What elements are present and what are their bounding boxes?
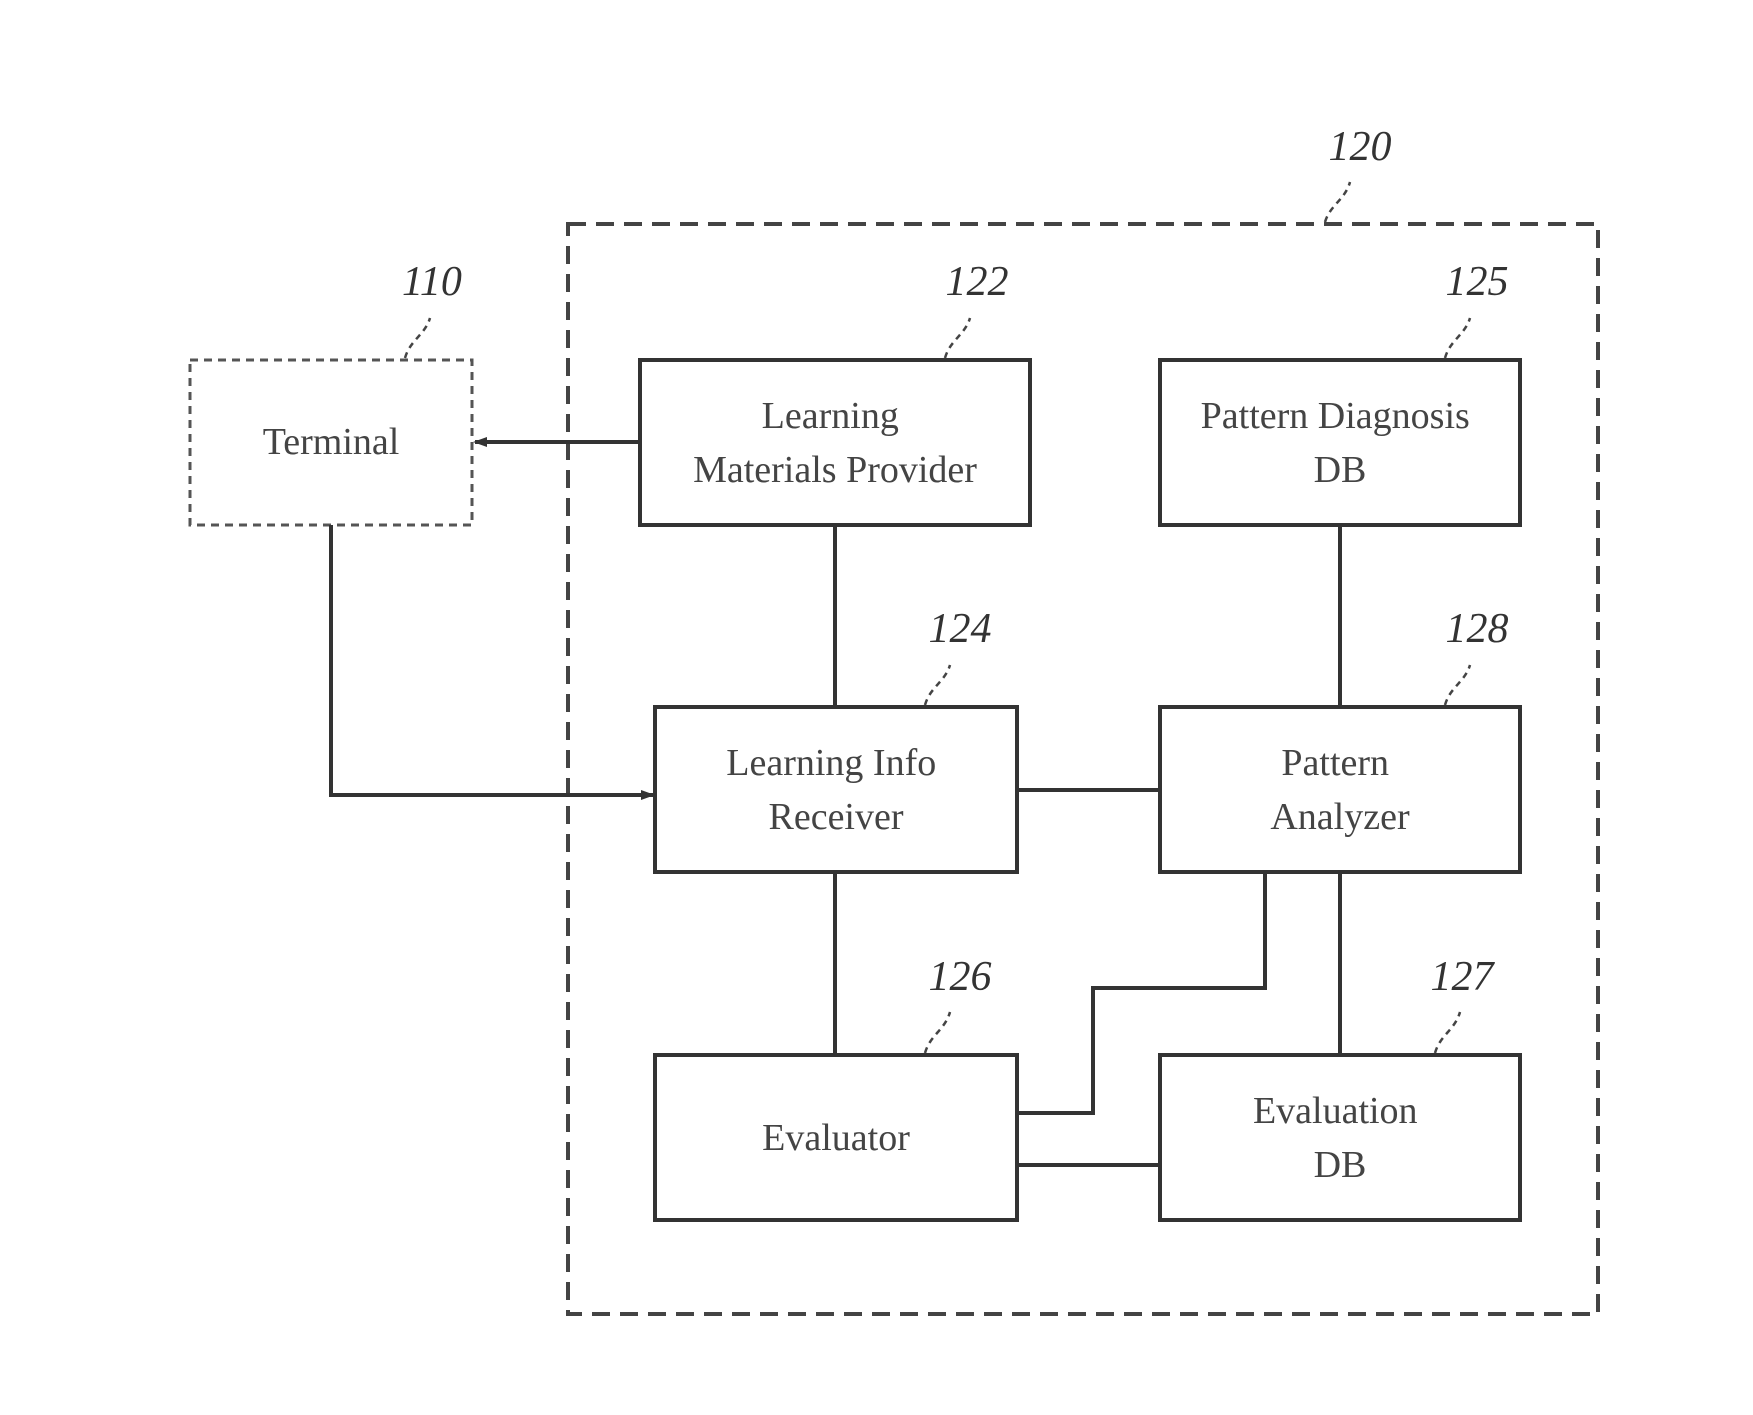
info-receiver-box xyxy=(655,707,1017,872)
system-ref-leader xyxy=(1325,182,1350,222)
evaluation-db-box xyxy=(1160,1055,1520,1220)
pattern-analyzer-ref-leader xyxy=(1445,665,1470,705)
materials-provider-ref-leader xyxy=(945,318,970,358)
evaluation-db-ref-leader xyxy=(1435,1012,1460,1053)
evaluator-ref-leader xyxy=(925,1012,950,1053)
materials-provider-box xyxy=(640,360,1030,525)
pattern-analyzer-ref-number: 128 xyxy=(1446,606,1509,652)
pattern-db-box xyxy=(1160,360,1520,525)
pattern-db-ref-number: 125 xyxy=(1446,259,1509,305)
pattern-analyzer-box xyxy=(1160,707,1520,872)
terminal-label: Terminal xyxy=(263,421,400,463)
terminal-to-receiver-arrow xyxy=(331,525,653,795)
evaluator-ref-number: 126 xyxy=(929,954,992,1000)
materials-provider-ref-number: 122 xyxy=(946,259,1009,305)
evaluator-label: Evaluator xyxy=(762,1117,910,1159)
terminal-ref-number: 110 xyxy=(402,259,462,305)
info-receiver-ref-number: 124 xyxy=(929,606,992,652)
terminal-ref-leader xyxy=(405,318,430,358)
evaluation-db-ref-number: 127 xyxy=(1431,954,1496,1000)
system-ref-number: 120 xyxy=(1329,124,1392,170)
pattern-db-ref-leader xyxy=(1445,318,1470,358)
info-receiver-ref-leader xyxy=(925,665,950,705)
